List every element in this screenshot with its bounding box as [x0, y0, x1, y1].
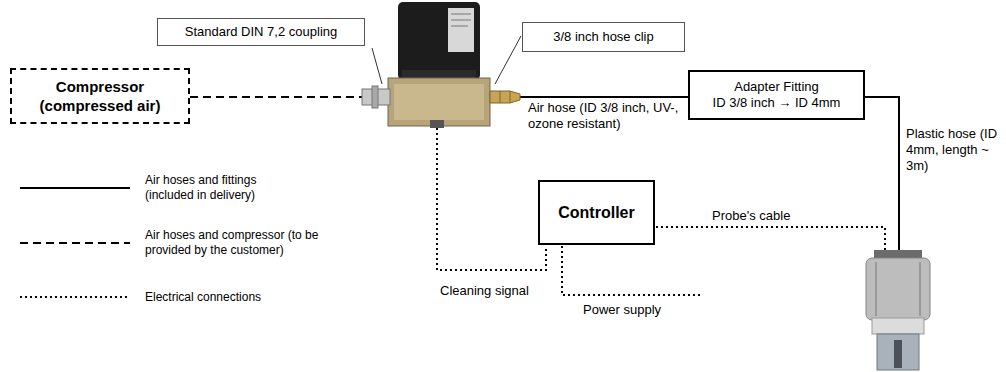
legend-text: Electrical connections: [145, 290, 335, 305]
signal-label: Cleaning signal: [440, 283, 529, 299]
legend-text: Air hoses and compressor (to be provided…: [145, 228, 335, 258]
leader-line: [495, 36, 521, 84]
customer-hose: [190, 96, 362, 98]
hose-label: Plastic hose (ID 4mm, length ~ 3m): [906, 126, 998, 174]
probe-sensor: [866, 250, 930, 370]
cleaning-signal-wire: [437, 128, 546, 270]
box-title: Standard DIN 7,2 coupling: [185, 24, 337, 40]
signal-label: Power supply: [583, 302, 661, 318]
compressor-box: Compressor (compressed air): [10, 68, 190, 124]
signal-label: Probe's cable: [712, 208, 790, 224]
legend-sample: [20, 296, 130, 298]
adapter-box: Adapter FittingID 3/8 inch → ID 4mm: [688, 70, 865, 120]
legend-text: Air hoses and fittings (included in deli…: [145, 173, 285, 203]
legend-sample: [20, 242, 130, 244]
box-title: 3/8 inch hose clip: [553, 29, 653, 45]
callout-box: 3/8 inch hose clip: [522, 22, 685, 52]
leader-line: [372, 48, 382, 84]
air-hose: [520, 96, 688, 98]
controller-box: Controller: [538, 180, 655, 245]
callout-box: Standard DIN 7,2 coupling: [157, 18, 365, 46]
solenoid-valve: [362, 2, 520, 128]
box-title: Compressor (compressed air): [25, 77, 175, 115]
power-supply-wire: [562, 246, 700, 295]
probe-cable-wire: [656, 227, 885, 252]
legend-sample: [20, 187, 130, 189]
box-title: Adapter Fitting: [734, 79, 819, 95]
box-text: ID 3/8 inch → ID 4mm: [713, 95, 841, 111]
box-title: Controller: [558, 203, 634, 223]
plastic-hose: [865, 97, 899, 252]
hose-label: Air hose (ID 3/8 inch, UV-, ozone resist…: [528, 100, 680, 132]
